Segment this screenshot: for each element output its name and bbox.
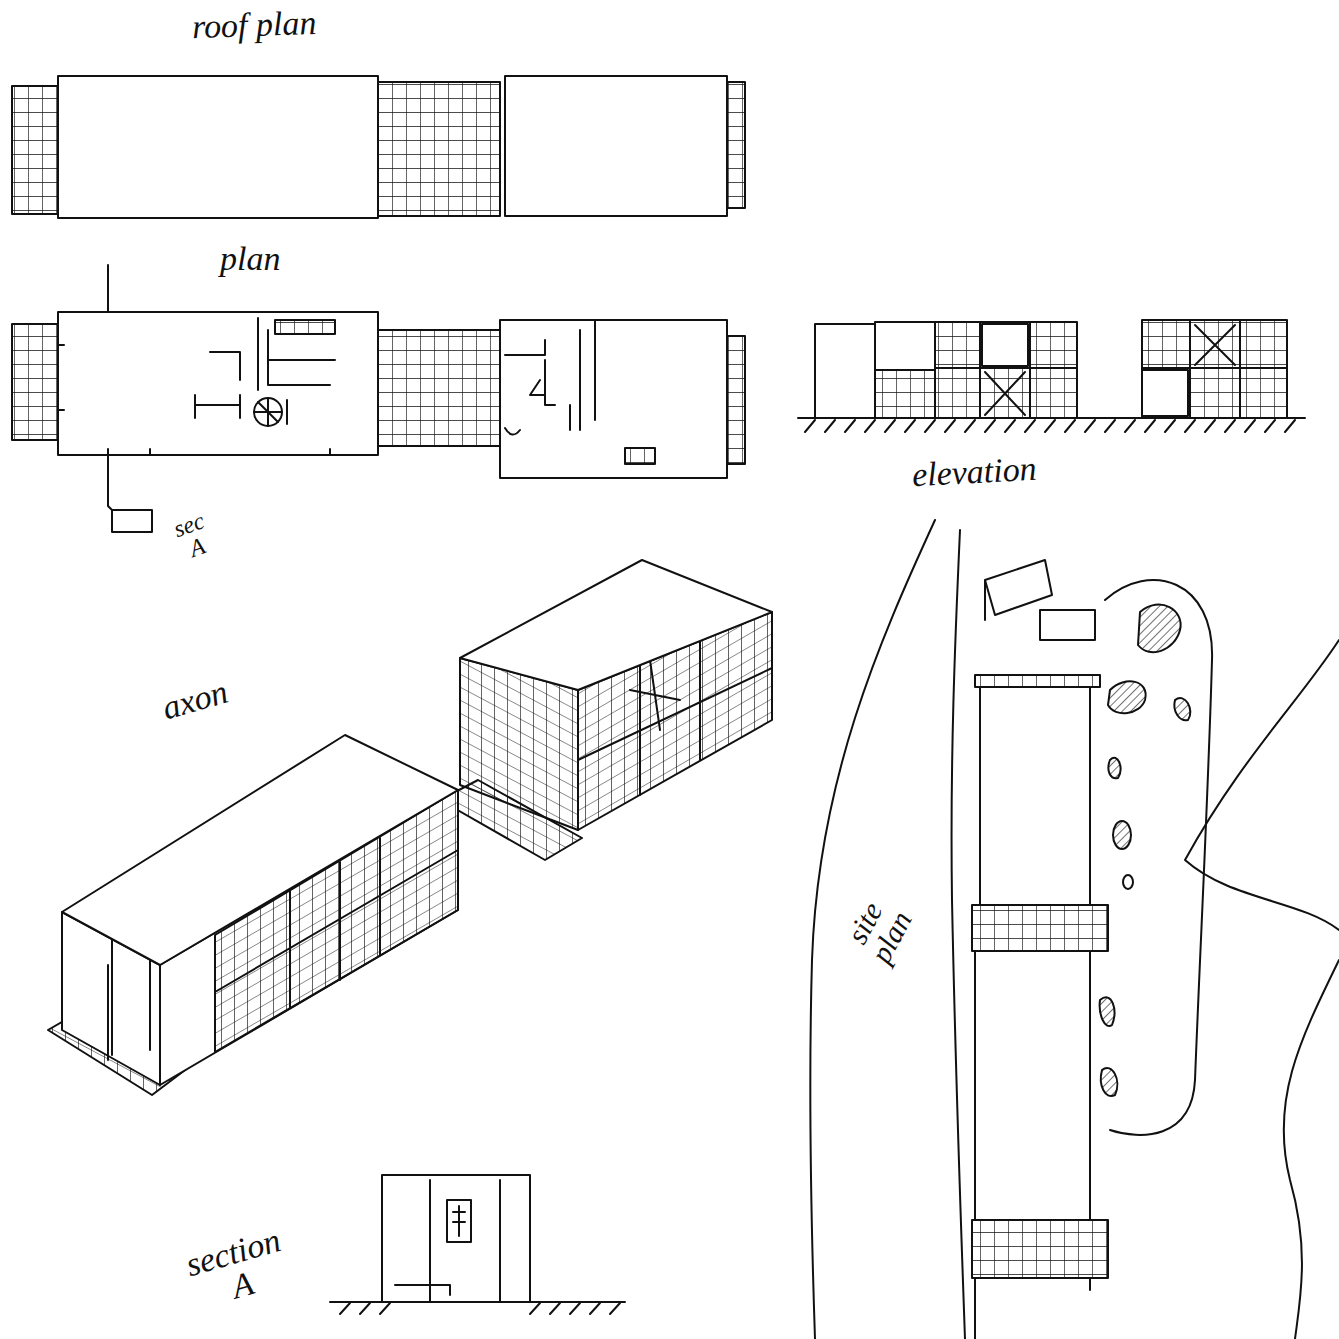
axonometric-drawing: [48, 560, 772, 1095]
view-label: elevation: [911, 452, 1037, 492]
view-label: roof plan: [191, 6, 316, 44]
view-label: sec A: [161, 505, 224, 567]
section-drawing: [330, 1175, 625, 1314]
floor-plan: [12, 265, 745, 532]
view-label: site plan: [833, 881, 924, 980]
view-label: axon: [159, 675, 232, 726]
site-plan-drawing: [810, 520, 1339, 1339]
roof-plan: [12, 76, 745, 218]
elevation-drawing: [798, 320, 1305, 432]
view-label: section A: [175, 1221, 301, 1317]
view-label: plan: [220, 242, 280, 276]
